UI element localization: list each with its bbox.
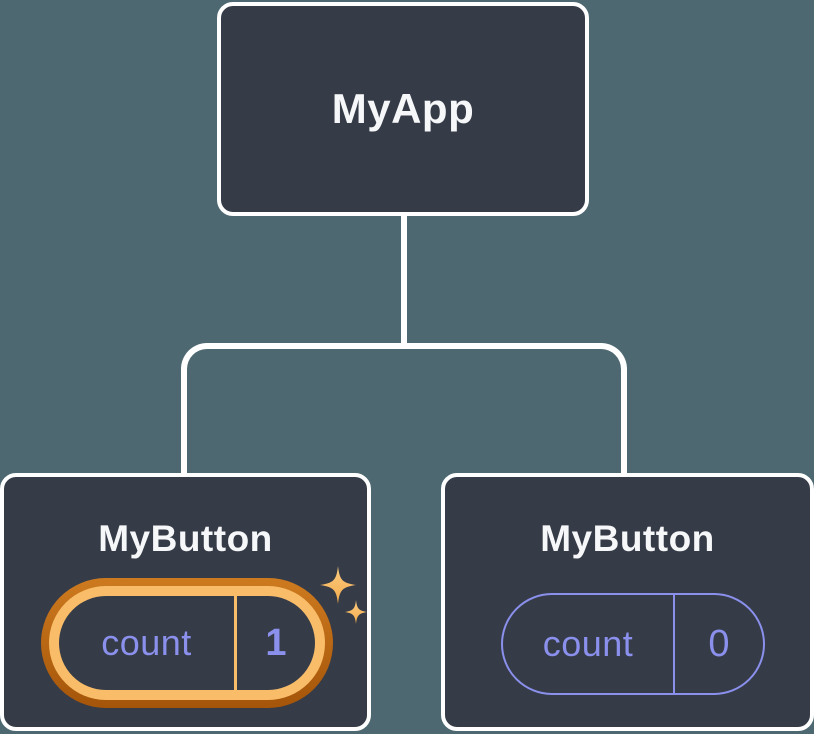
- state-pill-content: count 1: [59, 596, 315, 690]
- state-pill-divider: [234, 596, 237, 690]
- state-value: 0: [708, 622, 730, 665]
- node-mybutton-right-label: MyButton: [540, 518, 715, 559]
- state-pill-highlighted: count 1: [41, 578, 333, 708]
- state-pill-plain: count 0: [501, 593, 765, 695]
- state-key: count: [101, 622, 192, 663]
- state-pill-divider: [673, 595, 675, 693]
- state-key: count: [542, 623, 634, 664]
- node-mybutton-left: MyButton count 1: [0, 473, 371, 731]
- state-pill-highlight-ring: count 1: [49, 586, 325, 700]
- node-myapp: MyApp: [217, 2, 589, 216]
- connector-stem: [401, 214, 407, 344]
- node-mybutton-left-label: MyButton: [98, 518, 273, 559]
- state-value: 1: [265, 621, 287, 664]
- node-mybutton-right: MyButton count 0: [441, 473, 814, 731]
- connector-branch: [181, 343, 627, 474]
- node-myapp-label: MyApp: [331, 85, 475, 132]
